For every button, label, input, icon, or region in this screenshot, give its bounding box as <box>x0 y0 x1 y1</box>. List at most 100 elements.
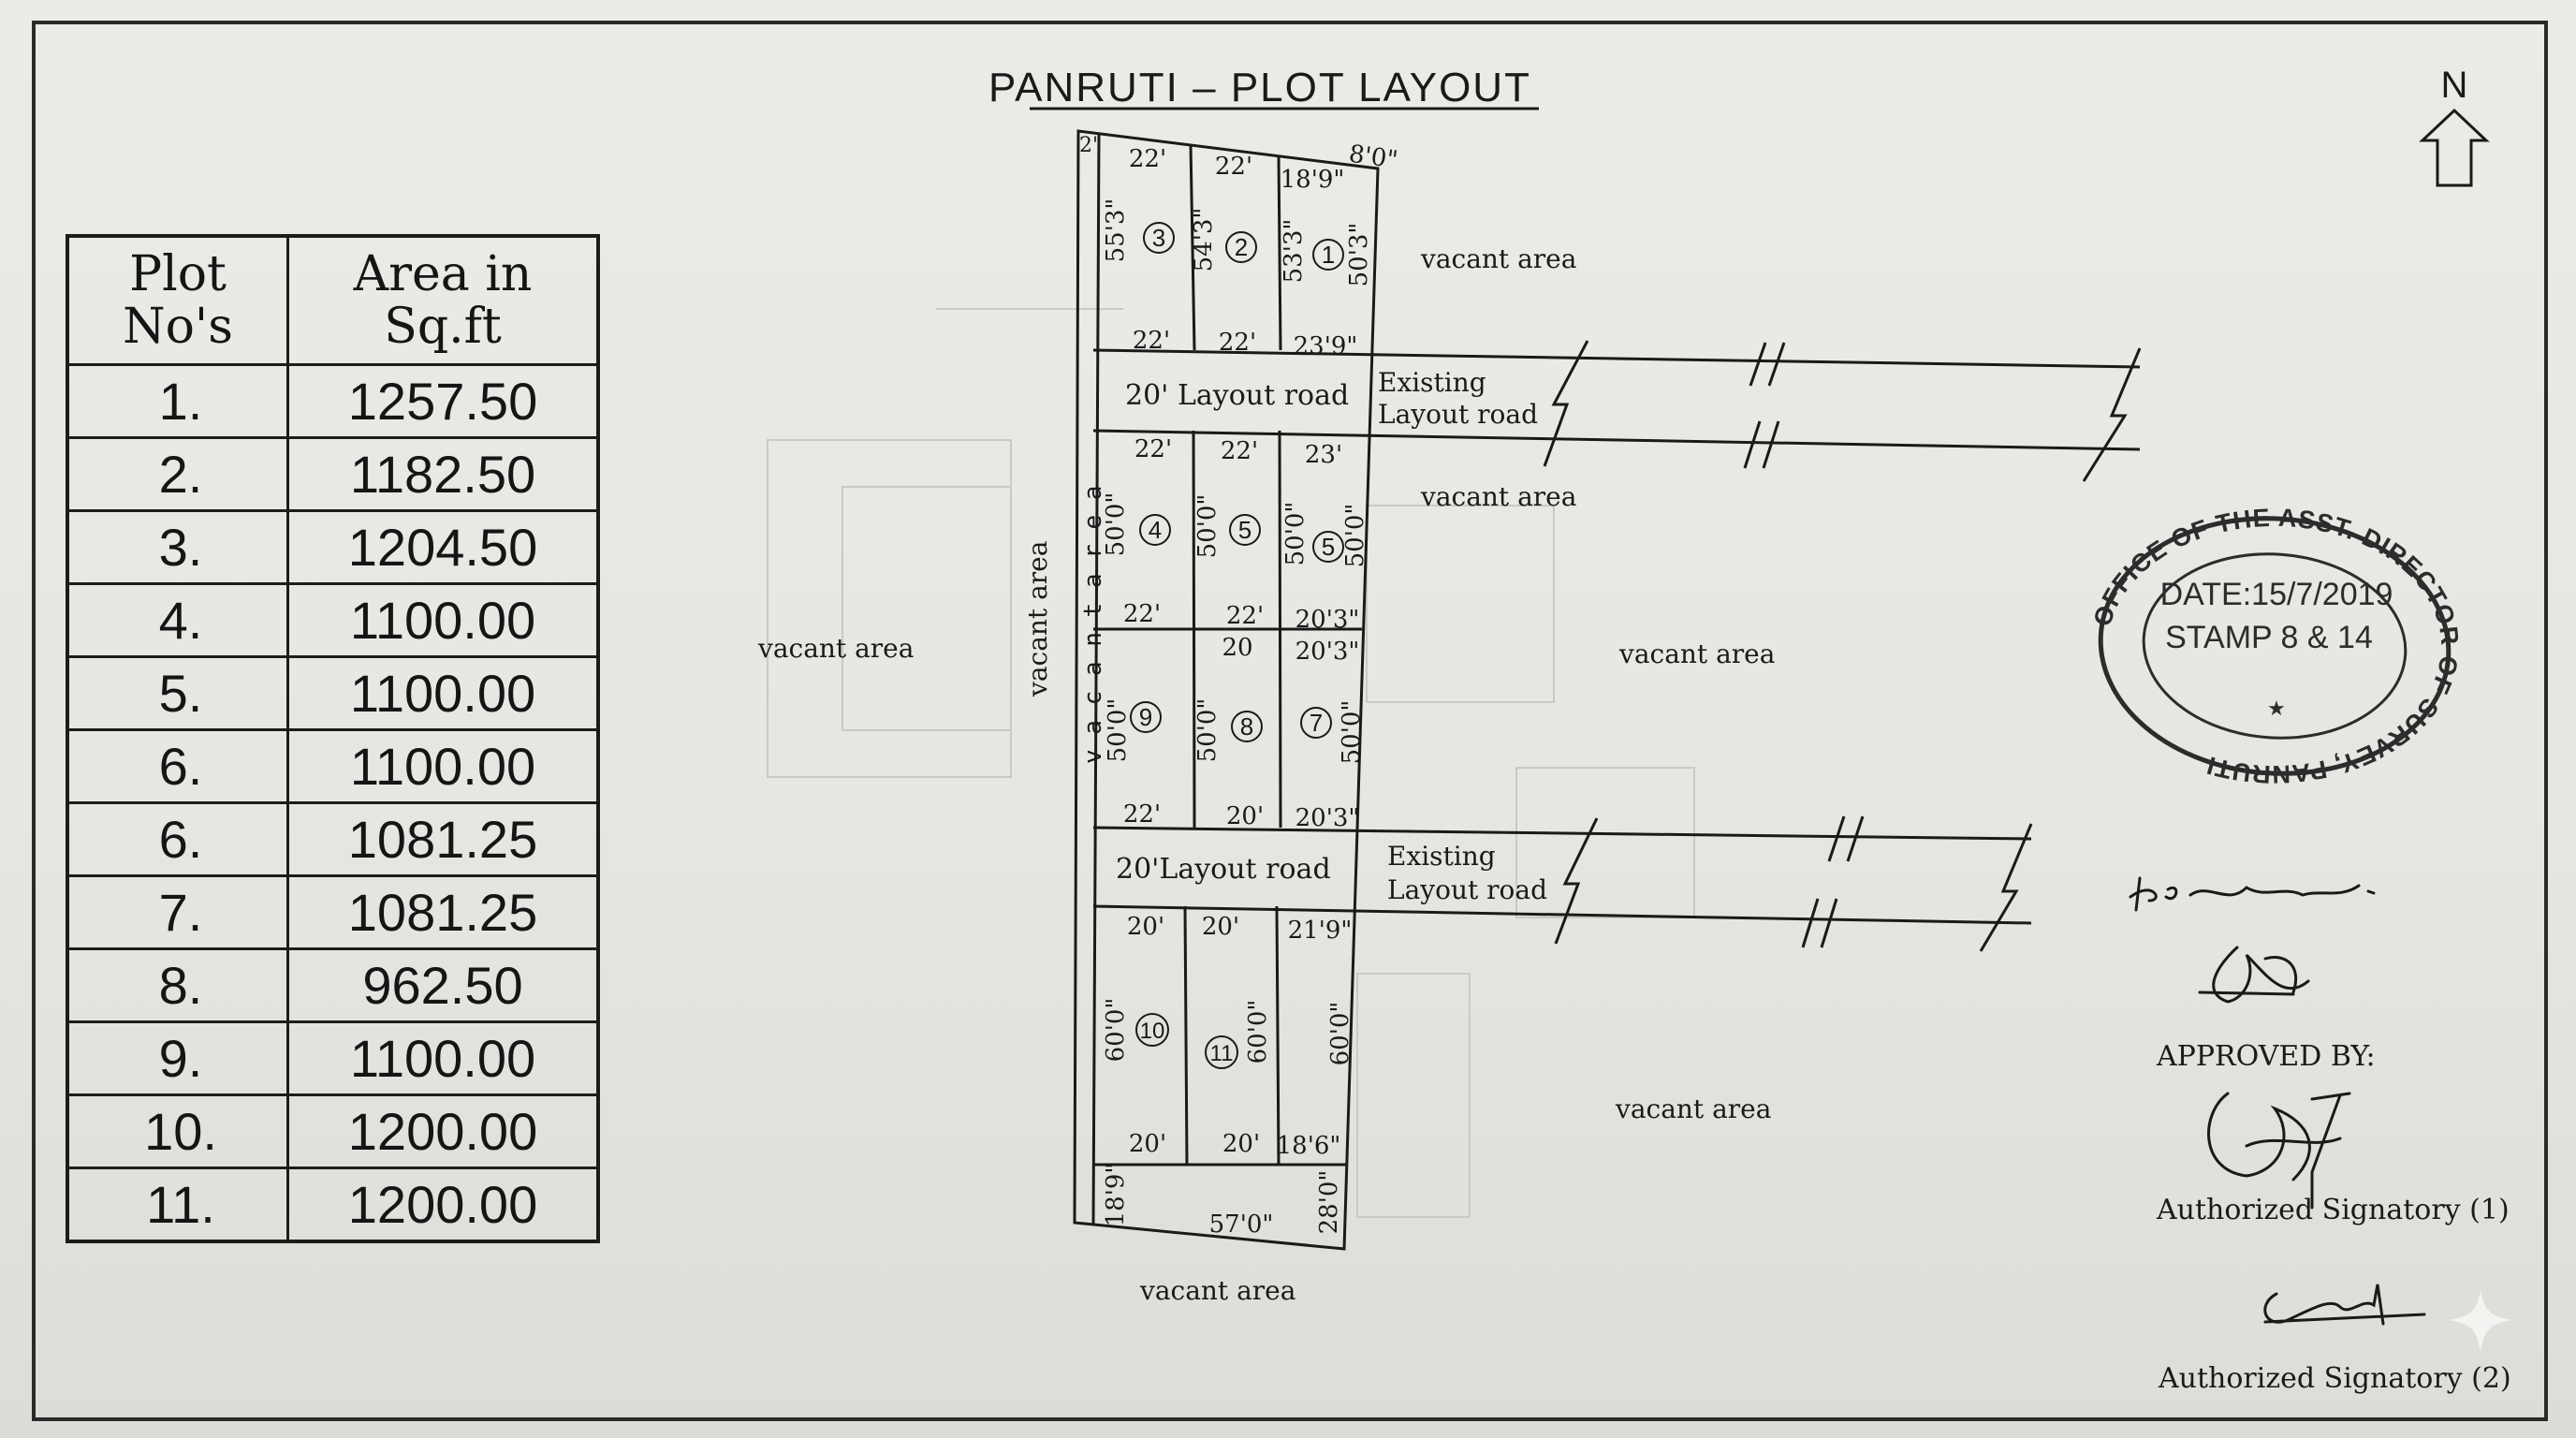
existing-road-label: Existing <box>1387 841 1496 872</box>
area-cell: 1204.50 <box>286 509 600 585</box>
plot-no-cell: 11. <box>66 1167 289 1243</box>
dimension-label: 54'3" <box>1190 208 1218 272</box>
plot-number: 2 <box>1235 233 1248 261</box>
area-labels: vacant area vacant area vacant area vaca… <box>757 243 1775 1306</box>
dimension-label: 22' <box>1134 435 1172 463</box>
plot-no-cell: 2. <box>66 436 289 512</box>
dimension-label: 18'9" <box>1281 166 1345 194</box>
vacant-area-label: vacant area <box>1618 638 1775 669</box>
dimension-label: 22' <box>1123 600 1161 628</box>
vacant-area-label: vacant area <box>757 633 914 664</box>
plot-boundaries <box>1073 129 2141 1251</box>
layout-outline <box>1073 129 1380 1251</box>
dimension-label: 50'0" <box>1193 494 1222 559</box>
table-row: 4.1100.00 <box>66 582 600 658</box>
plot-number: 5 <box>1238 516 1251 544</box>
table-row: 10.1200.00 <box>66 1093 600 1169</box>
area-cell: 1100.00 <box>286 655 600 731</box>
dimension-labels: 2' 8'0" 22' 22' 18'9" 55'3" 54'3" 53'3" … <box>1079 134 1399 1239</box>
layout-road-label-top: 20' Layout road <box>1125 379 1349 412</box>
vacant-area-vertical-label: vacant area <box>1022 541 1053 697</box>
signature-marks <box>2129 876 2426 1326</box>
plot-marker: 10 <box>1135 1013 1169 1047</box>
table-row: 1.1257.50 <box>66 363 600 439</box>
dimension-label: 50'0" <box>1104 698 1132 763</box>
plot-no-cell: 5. <box>66 655 289 731</box>
signature-1-mark <box>2129 876 2376 912</box>
dimension-label: 20' <box>1222 1130 1260 1158</box>
plot-number-markers: 1 2 3 4 5 5 7 8 9 10 11 <box>1130 222 1344 1069</box>
dimension-label: 50'0" <box>1338 700 1366 765</box>
plot-number: 8 <box>1240 712 1253 741</box>
table-row: 2.1182.50 <box>66 436 600 512</box>
plot-number: 11 <box>1210 1041 1234 1066</box>
table-row: 8.962.50 <box>66 947 600 1023</box>
area-cell: 1182.50 <box>286 436 600 512</box>
layout-road-label-bottom: 20'Layout road <box>1116 853 1331 886</box>
dimension-label: 50'0" <box>1281 502 1310 566</box>
signature-4-mark <box>2263 1284 2426 1326</box>
faint-background-marks <box>767 308 1695 1218</box>
dimension-label: 57'0" <box>1209 1211 1274 1239</box>
plot-no-cell: 6. <box>66 801 289 877</box>
official-seal-stamp: OFFICE OF THE ASST. DIRECTOR OF SURVEY, … <box>2088 504 2464 788</box>
approved-by-label: APPROVED BY: <box>2156 1040 2376 1073</box>
plot-no-cell: 3. <box>66 509 289 585</box>
plot-number: 7 <box>1310 709 1323 737</box>
plot-marker: 11 <box>1205 1035 1238 1069</box>
plot-no-cell: 10. <box>66 1093 289 1169</box>
plot-number: 9 <box>1139 703 1152 731</box>
north-arrow-icon <box>2419 108 2490 187</box>
dimension-label: 22' <box>1129 145 1166 173</box>
dimension-label: 60'0" <box>1244 1000 1272 1064</box>
dimension-label: 20'3" <box>1295 804 1360 832</box>
plot-marker: 9 <box>1130 701 1162 733</box>
signature-3-mark <box>2207 1092 2351 1210</box>
dimension-label: 21'9" <box>1288 917 1353 945</box>
dimension-label: 22' <box>1221 437 1258 465</box>
area-cell: 1257.50 <box>286 363 600 439</box>
plot-marker: 8 <box>1231 711 1263 742</box>
plot-marker: 1 <box>1312 239 1344 271</box>
plot-number: 1 <box>1322 241 1335 269</box>
plot-number: 4 <box>1149 516 1162 544</box>
stamp-star-icon: ★ <box>2267 697 2286 721</box>
area-cell: 1100.00 <box>286 582 600 658</box>
existing-road-label: Existing <box>1378 367 1486 398</box>
dimension-label: 18'9" <box>1102 1163 1130 1227</box>
dimension-label: 20 <box>1222 634 1252 662</box>
dimension-label: 53'3" <box>1280 219 1308 284</box>
plot-marker: 5 <box>1229 514 1261 546</box>
vacant-area-label: vacant area <box>1420 481 1576 512</box>
dimension-label: 18'6" <box>1277 1132 1341 1160</box>
plot-marker: 7 <box>1300 707 1332 739</box>
vacant-area-label: vacant area <box>1615 1093 1771 1124</box>
area-cell: 1200.00 <box>286 1167 600 1243</box>
plot-no-cell: 9. <box>66 1020 289 1096</box>
dimension-label: 20' <box>1202 913 1239 941</box>
signatory-2-label: Authorized Signatory (2) <box>2158 1362 2511 1395</box>
plot-no-cell: 1. <box>66 363 289 439</box>
existing-road-label: Layout road <box>1387 874 1547 905</box>
sheet-border <box>32 21 2548 1421</box>
dimension-label: 22' <box>1215 153 1252 181</box>
dimension-label: 60'0" <box>1102 998 1130 1063</box>
plot-no-cell: 4. <box>66 582 289 658</box>
sparkle-watermark-icon <box>2449 1290 2512 1352</box>
road-break-marks <box>1543 340 2142 952</box>
plot-marker: 2 <box>1225 231 1257 263</box>
plot-number: 3 <box>1152 224 1165 252</box>
table-row: 5.1100.00 <box>66 655 600 731</box>
plot-no-cell: 8. <box>66 947 289 1023</box>
table-row: 9.1100.00 <box>66 1020 600 1096</box>
table-row: 7.1081.25 <box>66 874 600 950</box>
area-cell: 1081.25 <box>286 801 600 877</box>
vacant-area-label: vacant area <box>1420 243 1576 274</box>
plot-marker: 3 <box>1143 222 1175 254</box>
dimension-label: 23' <box>1305 441 1342 469</box>
dimension-label: 50'3" <box>1345 223 1373 287</box>
vacant-area-label: vacant area <box>1139 1275 1295 1306</box>
